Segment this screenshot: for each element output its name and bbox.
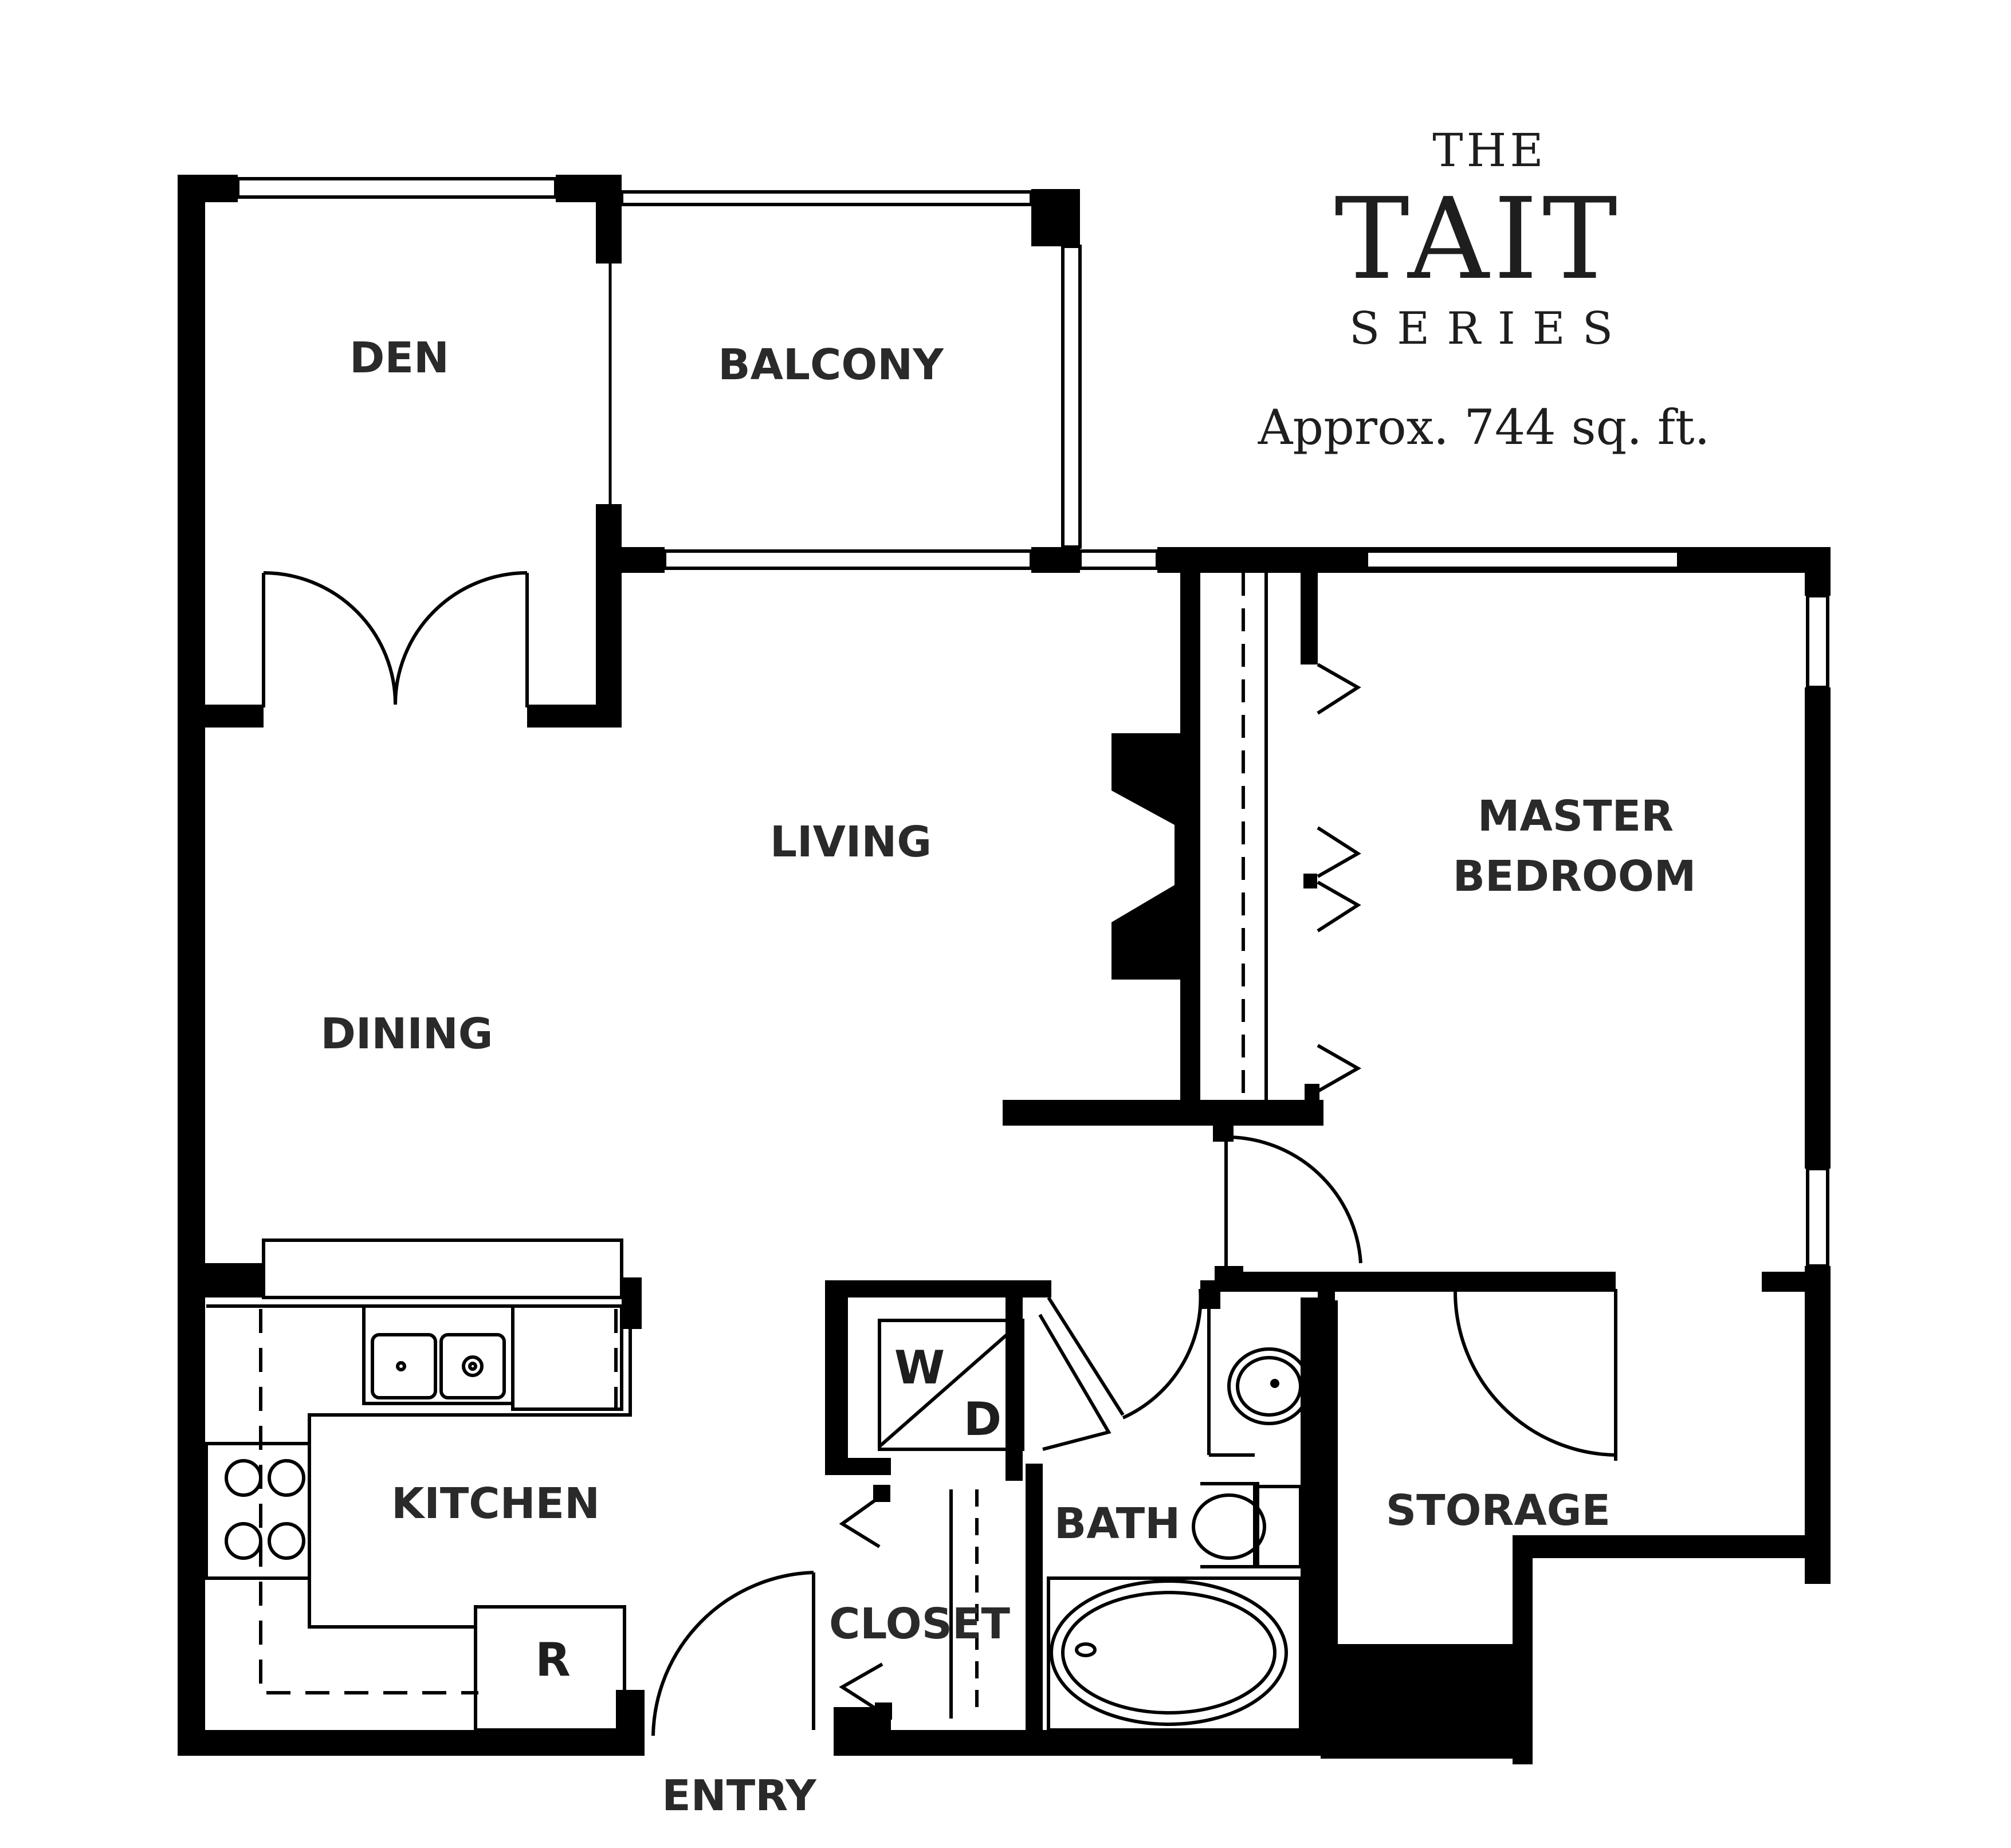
entry-label: ENTRY <box>662 1771 817 1821</box>
washer-label: W <box>894 1341 945 1394</box>
bedroom-door <box>1213 1121 1362 1266</box>
bath-fixtures <box>1047 1300 1311 1732</box>
kitchen-label: KITCHEN <box>391 1479 600 1528</box>
dining-label: DINING <box>320 1009 493 1059</box>
room-labels: DEN BALCONY LIVING MASTER BEDROOM DINING… <box>320 333 1696 1821</box>
title-block: THE TAIT SERIES Approx. 744 sq. ft. <box>1258 124 1710 455</box>
storage-door <box>1454 1289 1617 1461</box>
title-the: THE <box>1432 124 1547 177</box>
living-label: LIVING <box>770 817 932 867</box>
refrigerator-label: R <box>535 1633 571 1686</box>
walls <box>178 175 1831 1764</box>
master-closet <box>1242 573 1362 1104</box>
den-label: DEN <box>349 333 449 383</box>
title-tait: TAIT <box>1334 174 1622 305</box>
area-label: Approx. 744 sq. ft. <box>1258 399 1710 455</box>
master-bedroom-label-line2: BEDROOM <box>1453 852 1696 901</box>
kitchen-fixtures <box>205 1238 632 1732</box>
bath-door <box>1038 1288 1203 1451</box>
bath-label: BATH <box>1054 1499 1180 1548</box>
title-series: SERIES <box>1349 303 1630 355</box>
washer-dryer <box>878 1319 1024 1451</box>
balcony-label: BALCONY <box>718 340 944 390</box>
closet-label: CLOSET <box>829 1599 1011 1649</box>
appliance-labels: W D R <box>535 1341 1001 1686</box>
windows <box>236 177 1829 1268</box>
storage-label: STORAGE <box>1386 1486 1611 1535</box>
dryer-label: D <box>964 1393 1001 1446</box>
den-double-door <box>262 571 529 707</box>
master-bedroom-label-line1: MASTER <box>1478 792 1674 841</box>
entry-door <box>651 1571 815 1736</box>
hall-closet <box>839 1485 979 1720</box>
